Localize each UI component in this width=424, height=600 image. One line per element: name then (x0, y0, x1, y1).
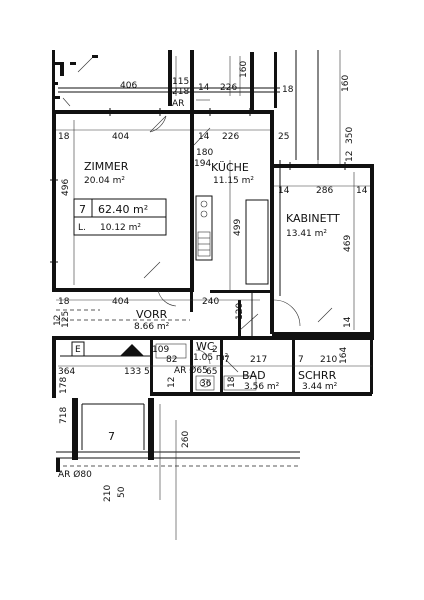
dim-label: 164 (339, 347, 349, 364)
zimmer-area: 20.04 m² (84, 176, 125, 186)
dim-label: 210 (103, 485, 113, 502)
dim-label: 14 (343, 316, 353, 328)
dim-label: 65 (206, 367, 217, 377)
unit-total-area: 62.40 m² (98, 203, 148, 216)
dim-label: 82 (166, 355, 177, 365)
dim-label: 404 (112, 132, 129, 142)
dim-label: 7 (298, 355, 304, 365)
dim-label: 286 (316, 186, 333, 196)
dim-label: 2 (212, 345, 218, 355)
dim-label: 133 5 (124, 367, 150, 377)
dim-label: 260 (181, 431, 191, 448)
dim-label: 226 (222, 132, 239, 142)
dim-label: 350 (345, 127, 355, 144)
dim-label: 469 (343, 235, 353, 252)
dim-label: 210 (320, 355, 337, 365)
vorr-area: 8.66 m² (134, 322, 170, 332)
dim-label: 217 (250, 355, 267, 365)
windows (50, 108, 346, 263)
dim-label: 50 (117, 486, 127, 498)
dim-label: 14 (198, 83, 210, 93)
ar-top-marker: AR (172, 99, 184, 109)
dim-label: 36 (200, 379, 212, 389)
dim-label: 115 (172, 77, 189, 87)
dim-label: 7 (224, 355, 230, 365)
wc-label: WC (196, 340, 215, 353)
bad-area: 3.56 m² (244, 382, 280, 392)
kueche-area: 11.15 m² (213, 176, 254, 186)
dim-label: 496 (61, 179, 71, 196)
doors (143, 115, 333, 373)
top-strip (52, 50, 319, 160)
loggia-label: L. (78, 223, 86, 233)
kueche-label: KÜCHE (211, 161, 249, 174)
dim-label: 120 (235, 303, 245, 320)
dim-label: 194 (194, 159, 211, 169)
dim-label: 12 (53, 315, 63, 326)
dim-label: 160 (239, 61, 249, 78)
dim-label: 178 (59, 377, 69, 394)
lower-unit (56, 398, 300, 540)
dim-label: 406 (120, 81, 137, 91)
dim-label: 18 (227, 376, 237, 388)
dim-label: 18 (58, 132, 70, 142)
schrr-label: SCHRR (298, 369, 337, 382)
dim-label: 14 (278, 186, 290, 196)
dimension-lines (56, 50, 372, 367)
dim-label: 18 (282, 85, 294, 95)
dim-label: 12 (167, 377, 177, 388)
vorr-label: VORR (136, 308, 168, 321)
kabinett-area: 13.41 m² (286, 229, 327, 239)
dim-label: 109 (152, 345, 169, 355)
fixtures (155, 343, 257, 391)
dim-label: 499 (233, 219, 243, 236)
dimension-labels: 406 115 218 14 226 160 18 160 18 404 14 … (53, 61, 368, 502)
loggia-area: 10.12 m² (100, 223, 141, 233)
kitchen-counter (195, 195, 269, 285)
zimmer-label: ZIMMER (84, 160, 129, 173)
ar-mid-marker: AR Ø65 (174, 365, 208, 376)
dim-label: 180 (196, 148, 213, 158)
dim-label: 404 (112, 297, 129, 307)
schrr-area: 3.44 m² (302, 382, 338, 392)
wc-area: 1.05 m² (193, 353, 229, 363)
dim-label: 14 (356, 186, 368, 196)
dim-label: 125 (61, 311, 71, 328)
bad-label: BAD (242, 369, 266, 382)
unit-number: 7 (79, 203, 86, 216)
ar-bottom-marker: AR Ø80 (58, 469, 92, 480)
lower-unit-number: 7 (108, 430, 115, 443)
dim-label: 14 (198, 132, 210, 142)
entrance-area (60, 341, 150, 357)
dim-label: 218 (172, 87, 189, 97)
dim-label: 25 (278, 132, 289, 142)
unit-area-box: 7 62.40 m² L. 10.12 m² (73, 198, 167, 236)
dim-label: 240 (202, 297, 219, 307)
dim-label: 364 (58, 367, 75, 377)
inner-walls (150, 112, 373, 394)
dim-label: 18 (58, 297, 70, 307)
kabinett-label: KABINETT (286, 212, 340, 225)
dim-label: 160 (341, 75, 351, 92)
e-marker: E (75, 345, 81, 355)
outer-walls (52, 110, 374, 398)
dim-label: 226 (220, 83, 237, 93)
dim-label: 12 (345, 151, 355, 162)
dim-label: 718 (59, 407, 69, 424)
